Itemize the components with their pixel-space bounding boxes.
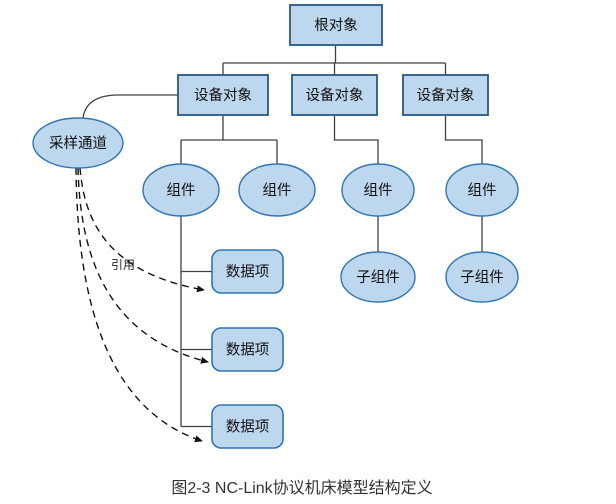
node-subcomponent-2[interactable]: 子组件	[445, 251, 519, 303]
reference-arrow-to-data-item-3	[75, 167, 203, 443]
device-object-2-label: 设备对象	[306, 87, 364, 104]
reference-label: 引用	[111, 258, 135, 272]
reference-arrow-to-data-item-1	[79, 167, 205, 293]
node-component-4[interactable]: 组件	[445, 163, 519, 217]
subcomponent-1-label: 子组件	[356, 269, 400, 286]
root-object-label: 根对象	[314, 17, 358, 34]
node-component-2[interactable]: 组件	[238, 163, 316, 217]
node-data-item-2[interactable]: 数据项	[211, 327, 284, 372]
component-2-label: 组件	[263, 182, 292, 199]
subcomponent-2-label: 子组件	[460, 269, 504, 286]
figure-caption: 图2-3 NC-Link协议机床模型结构定义	[171, 479, 432, 497]
node-data-item-1[interactable]: 数据项	[211, 249, 284, 294]
node-device-object-1[interactable]: 设备对象	[177, 74, 269, 116]
component-3-label: 组件	[364, 182, 393, 199]
node-data-item-3[interactable]: 数据项	[211, 404, 284, 449]
node-component-1[interactable]: 组件	[142, 163, 220, 217]
node-root-object[interactable]: 根对象	[289, 4, 383, 46]
connector-device-2-to-component-3	[333, 115, 379, 164]
connector-sampling-channel-to-device-1	[82, 94, 178, 119]
data-item-2-label: 数据项	[226, 342, 270, 359]
node-component-3[interactable]: 组件	[341, 163, 415, 217]
connector-device-3-to-component-4	[444, 115, 483, 164]
sampling-channel-label: 采样通道	[49, 135, 107, 152]
device-object-3-label: 设备对象	[417, 87, 475, 104]
node-device-object-3[interactable]: 设备对象	[402, 74, 489, 116]
node-device-object-2[interactable]: 设备对象	[291, 74, 378, 116]
device-object-1-label: 设备对象	[194, 87, 252, 104]
data-item-1-label: 数据项	[226, 264, 270, 281]
node-sampling-channel[interactable]: 采样通道	[32, 117, 124, 169]
component-1-label: 组件	[167, 182, 196, 199]
reference-arrow-to-data-item-2	[77, 167, 209, 364]
node-subcomponent-1[interactable]: 子组件	[340, 251, 416, 303]
data-item-3-label: 数据项	[226, 419, 270, 436]
component-4-label: 组件	[468, 182, 497, 199]
